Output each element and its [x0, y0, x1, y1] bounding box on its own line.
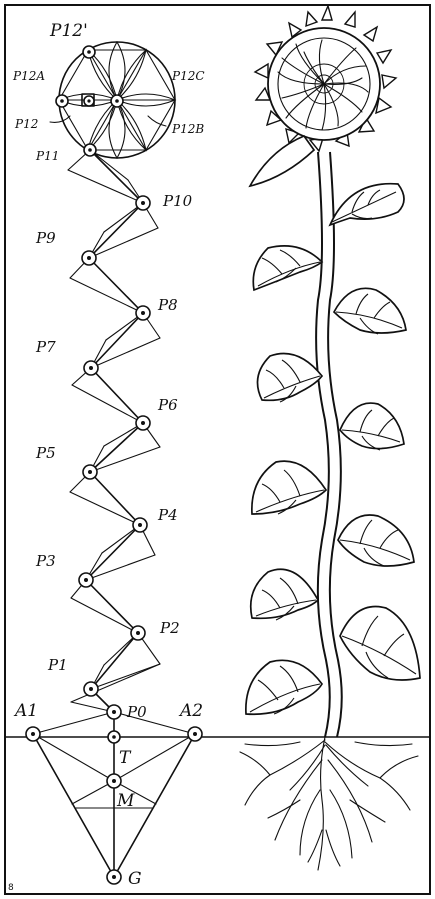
leaf-right-1: [330, 184, 404, 225]
label-P2: P2: [159, 619, 180, 637]
label-P9: P9: [35, 229, 56, 247]
flower-head: [250, 6, 396, 186]
node-P9: [82, 251, 96, 265]
node-A2: [188, 727, 202, 741]
node-P12: [84, 96, 94, 106]
label-A1: A1: [13, 701, 38, 721]
label-P11: P11: [35, 149, 59, 163]
node-A1: [26, 727, 40, 741]
node-P5: [83, 465, 97, 479]
leaf-right-3: [334, 288, 406, 334]
node-M: [107, 774, 121, 788]
label-P12: P12: [14, 117, 38, 131]
label-P4: P4: [157, 506, 178, 524]
node-P2: [131, 626, 145, 640]
leaf-left-6: [252, 461, 326, 514]
label-P12A: P12A: [12, 69, 45, 83]
node-P11: [84, 144, 96, 156]
label-P10: P10: [162, 192, 193, 210]
label-P1: P1: [47, 656, 68, 674]
leaf-right-9: [340, 607, 420, 680]
node-P7: [84, 361, 98, 375]
label-A2: A2: [178, 701, 203, 721]
label-P12B: P12B: [171, 122, 204, 136]
label-G: G: [128, 869, 142, 889]
node-P10: [136, 196, 150, 210]
label-P3: P3: [35, 552, 56, 570]
node-P1: [84, 682, 98, 696]
node-P3: [79, 573, 93, 587]
leaf-left-10: [246, 660, 322, 714]
leaf-right-5: [340, 403, 404, 450]
zigzag-chain: [68, 150, 160, 712]
node-G: [107, 870, 121, 884]
roots: [240, 737, 418, 870]
leaf-left-8: [251, 569, 318, 620]
label-P6: P6: [157, 396, 178, 414]
leaf-left-4: [258, 354, 323, 403]
node-T: [108, 731, 120, 743]
page-number: 8: [8, 883, 14, 893]
label-P7: P7: [35, 338, 56, 356]
label-T: T: [119, 748, 132, 768]
leaf-right-7: [338, 515, 414, 566]
label-P8: P8: [157, 296, 178, 314]
label-P12C: P12C: [171, 69, 205, 83]
label-P5: P5: [35, 444, 56, 462]
node-P4: [133, 518, 147, 532]
node-P0: [107, 705, 121, 719]
node-center: [111, 95, 123, 107]
label-M: M: [116, 791, 135, 811]
label-P12-top: P12': [49, 21, 88, 41]
label-P0: P0: [126, 703, 147, 721]
node-P8: [136, 306, 150, 320]
node-P12A: [56, 95, 68, 107]
node-P12-top: [83, 46, 95, 58]
node-P6: [136, 416, 150, 430]
leaf-left-2: [253, 246, 322, 290]
sunflower-illustration: [240, 6, 420, 870]
